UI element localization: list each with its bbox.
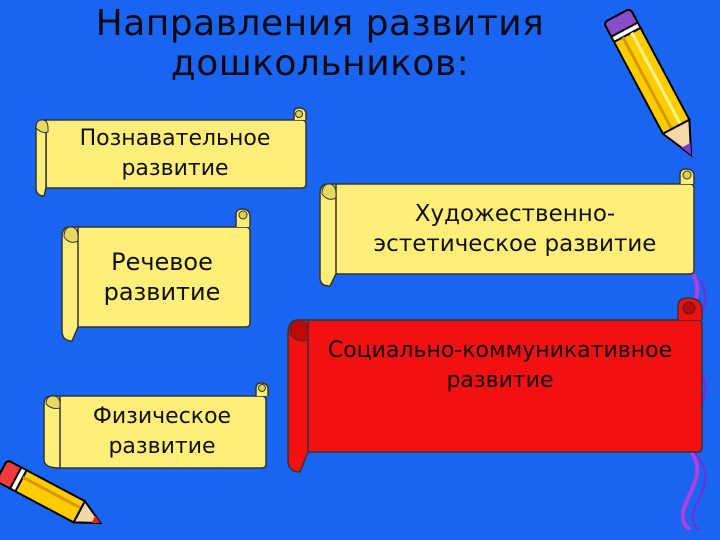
pencil-icon: [0, 460, 103, 525]
slide-title: Направления развития дошкольников:: [95, 3, 545, 84]
pencil-icon: [604, 8, 693, 158]
scroll-label: Физическое развитие: [92, 404, 232, 459]
scroll-shape: [35, 107, 307, 197]
scroll-physical: Физическое развитие: [42, 382, 270, 470]
scroll-shape: [61, 208, 251, 342]
scroll-label: Речевое развитие: [103, 248, 221, 306]
scroll-shape: [287, 297, 703, 473]
scroll-shape: [43, 382, 269, 469]
scroll-label: Познавательное развитие: [79, 126, 271, 181]
scroll-label: Художественно- эстетическое развитие: [373, 201, 657, 257]
scroll-cognitive: Познавательное развитие: [32, 107, 308, 200]
scroll-speech: Речевое развитие: [60, 207, 254, 343]
scroll-label: Социально-коммуникативное развитие: [327, 338, 673, 393]
scroll-shape: [319, 168, 695, 287]
scroll-social: Социально-коммуникативное развитие: [286, 296, 706, 476]
scroll-artistic: Художественно- эстетическое развитие: [318, 168, 698, 288]
